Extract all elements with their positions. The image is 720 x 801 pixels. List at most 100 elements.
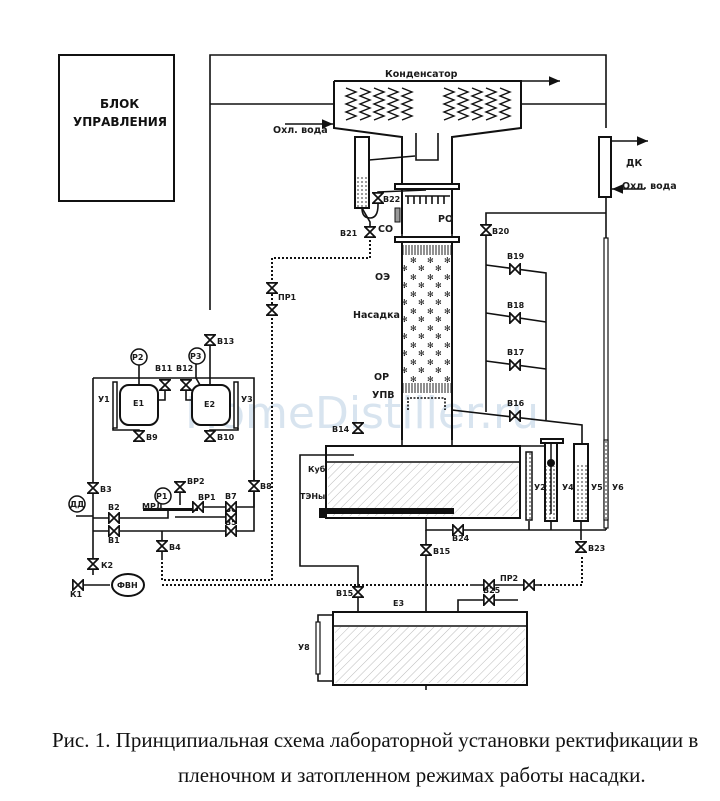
- gauge-p2-label: Р2: [132, 353, 143, 362]
- vapor-distributor-label: УПВ: [372, 390, 395, 401]
- gauge-p1-label: Р1: [156, 492, 168, 501]
- valve-v23-icon: [575, 541, 587, 553]
- control-block-label-1: БЛОК: [100, 97, 139, 111]
- valve-vr2-label: ВР2: [187, 477, 205, 486]
- control-block-label-2: УПРАВЛЕНИЯ: [73, 115, 167, 129]
- support-grid-label: ОР: [374, 372, 389, 383]
- valve-v1-label: В1: [108, 536, 120, 545]
- valve-v11-label: В11: [155, 364, 173, 373]
- valve-v9-icon: [133, 430, 145, 442]
- valve-v12-icon: [180, 379, 192, 391]
- valve-v25-label: В25: [483, 586, 501, 595]
- valve-v21-icon: [364, 226, 376, 238]
- valve-v5-label: В5: [225, 518, 237, 527]
- valve-v4-icon: [156, 540, 168, 552]
- level-u2-label: У3: [241, 395, 253, 404]
- gauge-p1: [154, 487, 172, 505]
- valve-v9-label: В9: [146, 433, 158, 442]
- valve-v15a-icon: [420, 544, 432, 556]
- valve-v5-icon: [225, 525, 237, 537]
- valve-k2-icon: [87, 558, 99, 570]
- dephlegmator-label: ДК: [626, 158, 642, 169]
- valve-k1-label: К1: [70, 590, 83, 599]
- level-u8-label: У8: [298, 643, 310, 652]
- sampler-label: СО: [378, 224, 393, 235]
- tank-e2: [185, 345, 239, 440]
- condenser: Конденсатор Охл. вода: [273, 69, 560, 234]
- packing-label: Насадка: [353, 310, 400, 321]
- tank-e3: [315, 611, 528, 686]
- valve-v7-label: В7: [225, 492, 237, 501]
- pipe-v2: [93, 510, 169, 519]
- cooling-water-label-1: Охл. вода: [273, 125, 328, 136]
- pipe-sidestream: [485, 212, 606, 412]
- pump-label: ФВН: [117, 581, 138, 590]
- valve-v24-label: В24: [452, 534, 470, 543]
- valve-v14-label: В14: [332, 425, 350, 434]
- valve-v12-label: В12: [176, 364, 193, 373]
- caption-line-1: Рис. 1. Принципиальная схема лабораторно…: [52, 728, 698, 752]
- gauge-p3-label: Р3: [190, 352, 201, 361]
- level-u4-label: У4: [562, 483, 574, 492]
- tank-e2-label: Е2: [204, 400, 215, 409]
- pump-fvn: ФВН: [111, 573, 145, 597]
- pipe-top-loop: [209, 54, 607, 310]
- valve-v18-icon: [509, 312, 521, 324]
- valve-v13-label: В13: [217, 337, 234, 346]
- valve-v11-icon: [159, 379, 171, 391]
- gauge-dd: [68, 495, 86, 513]
- pipe-tank-frame: [92, 377, 255, 545]
- tank-e1-label: Е1: [133, 399, 144, 408]
- reflux-element-label: ОЭ: [375, 272, 390, 283]
- valve-v13-icon: [204, 334, 216, 346]
- caption-line-2: пленочном и затопленном режимах работы н…: [178, 763, 646, 787]
- valve-v16-label: В16: [507, 399, 525, 408]
- pipe-v23-dotted: [540, 555, 583, 586]
- valve-v22-icon: [372, 192, 384, 204]
- valve-v8-label: В8: [260, 482, 272, 491]
- valve-k1-icon: [72, 579, 84, 591]
- valve-v18-label: В18: [507, 301, 525, 310]
- valve-v17-label: В17: [507, 348, 524, 357]
- valve-v25-icon: [483, 594, 495, 606]
- valve-pr2-icon: [523, 579, 535, 591]
- valve-k2-label: К2: [101, 561, 113, 570]
- gauge-mrd-label: МРД: [142, 502, 163, 511]
- valve-v20-label: В20: [492, 227, 510, 236]
- tank-e3-label: Е3: [393, 599, 404, 608]
- level-u6-label: У6: [612, 483, 624, 492]
- heaters-label: ТЭНы: [300, 492, 325, 501]
- valve-v17-icon: [509, 359, 521, 371]
- reflux-receiver: [161, 136, 427, 581]
- valve-pr1-1-icon: [266, 282, 278, 294]
- control-block: БЛОК УПРАВЛЕНИЯ: [58, 54, 175, 202]
- valve-v1-icon: [108, 525, 120, 537]
- pipe-v19: [485, 264, 547, 420]
- reflux-distributor-label: РО: [438, 214, 453, 225]
- valve-v10-label: В10: [217, 433, 235, 442]
- pipe-v14: [299, 454, 359, 612]
- valve-v23-label: В23: [588, 544, 605, 553]
- valve-v15b-label: В15: [336, 589, 354, 598]
- valve-v4-label: В4: [169, 543, 181, 552]
- flow-pr1-label: ПР1: [278, 293, 297, 302]
- valve-v6-label: В6: [225, 505, 237, 514]
- valve-v8-icon: [248, 480, 260, 492]
- column: [394, 183, 460, 440]
- mrd-bar: [143, 508, 198, 511]
- valve-v2-label: В2: [108, 503, 120, 512]
- gauge-dd-label: ДД: [70, 500, 84, 509]
- valve-vr1-label: ВР1: [198, 493, 216, 502]
- valve-v19-icon: [509, 263, 521, 275]
- valve-v22-label: В22: [383, 195, 400, 204]
- level-u5-label: У5: [591, 483, 603, 492]
- valve-v15a-label: В15: [433, 547, 451, 556]
- valve-v3-icon: [87, 482, 99, 494]
- valve-v15b-icon: [352, 586, 364, 598]
- valve-v19-label: В19: [507, 252, 525, 261]
- valve-vr2-icon: [174, 481, 186, 493]
- valve-v2-icon: [108, 512, 120, 524]
- level-u3-label: У2: [534, 483, 546, 492]
- valve-v3-label: В3: [100, 485, 112, 494]
